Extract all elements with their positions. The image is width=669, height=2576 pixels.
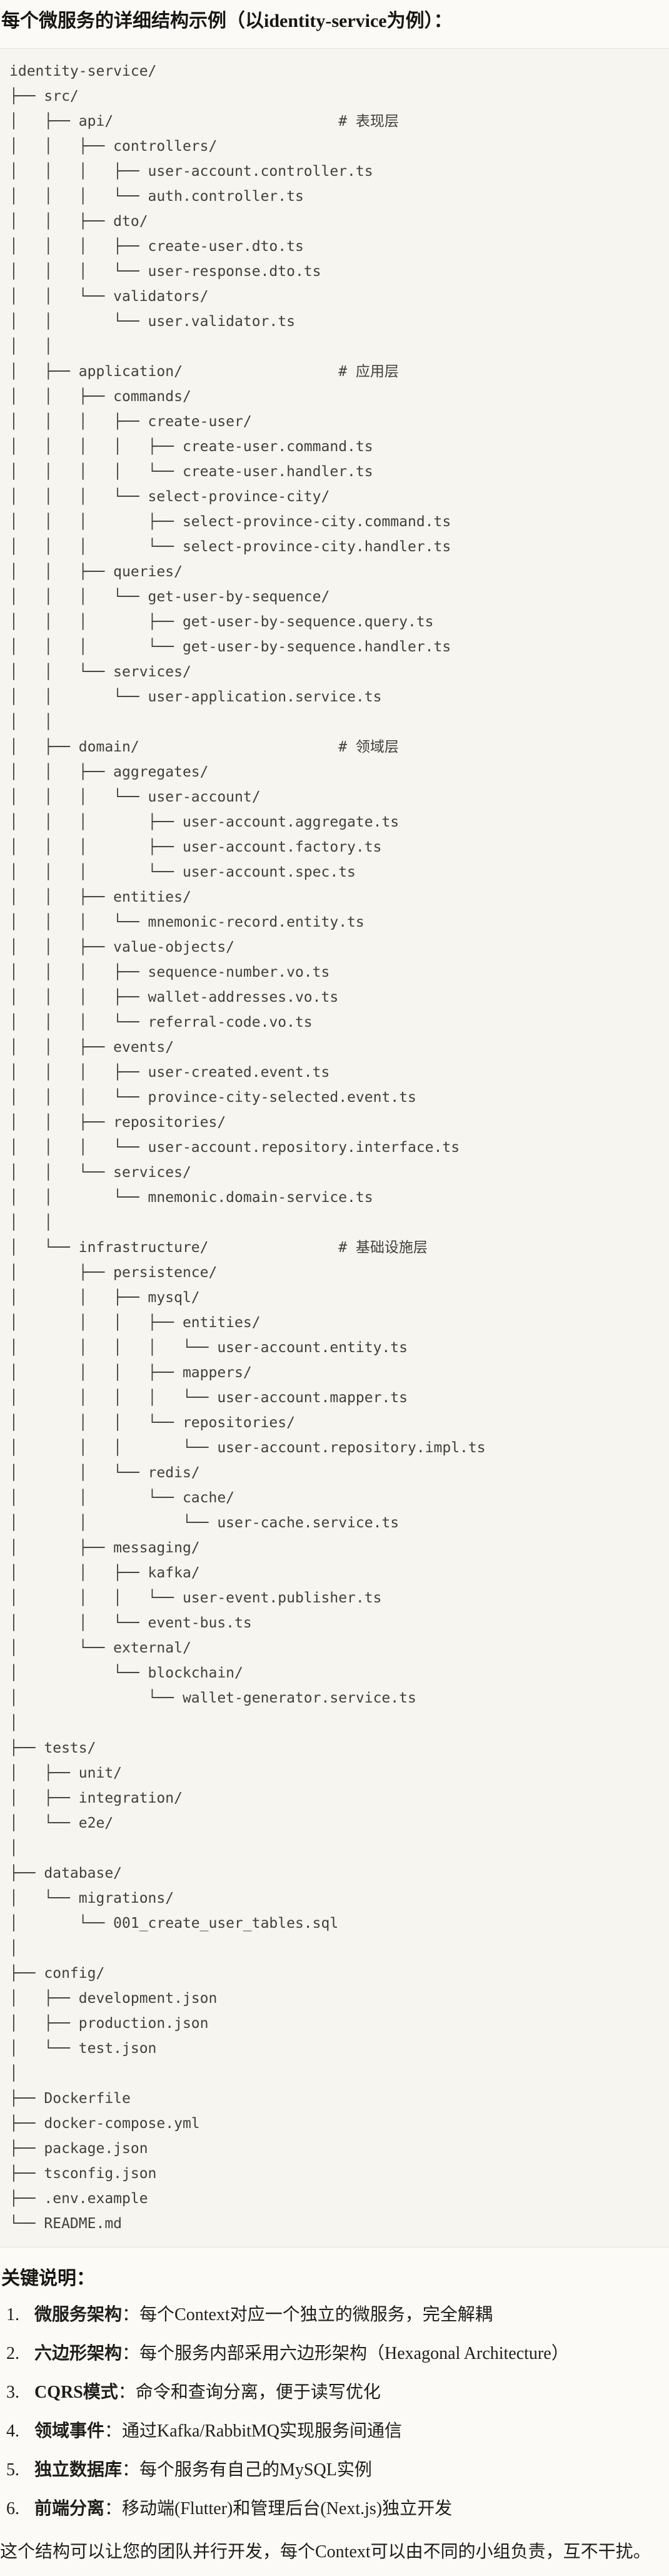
note-text: 每个服务内部采用六边形架构（Hexagonal Architecture） xyxy=(139,2344,569,2363)
document-page: { "title": "每个微服务的详细结构示例（以identity-servi… xyxy=(0,8,669,2575)
note-text: 命令和查询分离，便于读写优化 xyxy=(135,2383,381,2402)
notes-heading: 关键说明： xyxy=(1,2268,95,2289)
note-term: CQRS模式 xyxy=(34,2383,118,2402)
note-body: 领域事件：通过Kafka/RabbitMQ实现服务间通信 xyxy=(34,2419,402,2444)
page-title: 每个微服务的详细结构示例（以identity-service为例）： xyxy=(1,11,453,31)
note-text: 每个Context对应一个独立的微服务，完全解耦 xyxy=(139,2305,493,2324)
note-item-5: 5. 独立数据库：每个服务有自己的MySQL实例 xyxy=(0,2458,669,2483)
note-text: 通过Kafka/RabbitMQ实现服务间通信 xyxy=(122,2421,402,2441)
note-term: 领域事件 xyxy=(34,2421,105,2441)
note-term: 前端分离 xyxy=(34,2499,105,2518)
note-separator: ： xyxy=(122,2344,140,2363)
note-number: 5. xyxy=(6,2460,19,2480)
note-term: 微服务架构 xyxy=(34,2305,123,2324)
note-separator: ： xyxy=(118,2383,136,2402)
note-body: 前端分离：移动端(Flutter)和管理后台(Next.js)独立开发 xyxy=(34,2497,452,2522)
code-block: identity-service/ ├── src/ │ ├── api/ # … xyxy=(0,48,669,2248)
note-number: 1. xyxy=(6,2305,19,2324)
directory-tree: identity-service/ ├── src/ │ ├── api/ # … xyxy=(9,63,486,2232)
note-number: 2. xyxy=(6,2344,19,2363)
note-separator: ： xyxy=(104,2421,123,2441)
note-separator: ： xyxy=(122,2460,140,2480)
note-body: 微服务架构：每个Context对应一个独立的微服务，完全解耦 xyxy=(34,2303,493,2328)
note-text: 移动端(Flutter)和管理后台(Next.js)独立开发 xyxy=(122,2499,453,2518)
note-separator: ： xyxy=(104,2499,123,2518)
note-item-6: 6. 前端分离：移动端(Flutter)和管理后台(Next.js)独立开发 xyxy=(0,2497,669,2522)
note-text: 每个服务有自己的MySQL实例 xyxy=(139,2460,372,2480)
note-item-4: 4. 领域事件：通过Kafka/RabbitMQ实现服务间通信 xyxy=(0,2419,669,2444)
note-item-1: 1. 微服务架构：每个Context对应一个独立的微服务，完全解耦 xyxy=(0,2303,669,2328)
note-term: 六边形架构 xyxy=(34,2344,123,2363)
note-body: 六边形架构：每个服务内部采用六边形架构（Hexagonal Architectu… xyxy=(34,2341,569,2366)
note-number: 6. xyxy=(6,2499,19,2518)
note-separator: ： xyxy=(122,2305,140,2324)
note-item-3: 3. CQRS模式：命令和查询分离，便于读写优化 xyxy=(0,2380,669,2405)
notes-list: 1. 微服务架构：每个Context对应一个独立的微服务，完全解耦 2. 六边形… xyxy=(0,2303,669,2522)
note-body: 独立数据库：每个服务有自己的MySQL实例 xyxy=(34,2458,372,2483)
note-item-2: 2. 六边形架构：每个服务内部采用六边形架构（Hexagonal Archite… xyxy=(0,2341,669,2366)
note-term: 独立数据库 xyxy=(34,2460,123,2480)
note-number: 3. xyxy=(6,2383,19,2402)
note-number: 4. xyxy=(6,2421,19,2441)
closing-paragraph: 这个结构可以让您的团队并行开发，每个Context可以由不同的小组负责，互不干扰… xyxy=(0,2542,651,2562)
note-body: CQRS模式：命令和查询分离，便于读写优化 xyxy=(34,2380,381,2405)
